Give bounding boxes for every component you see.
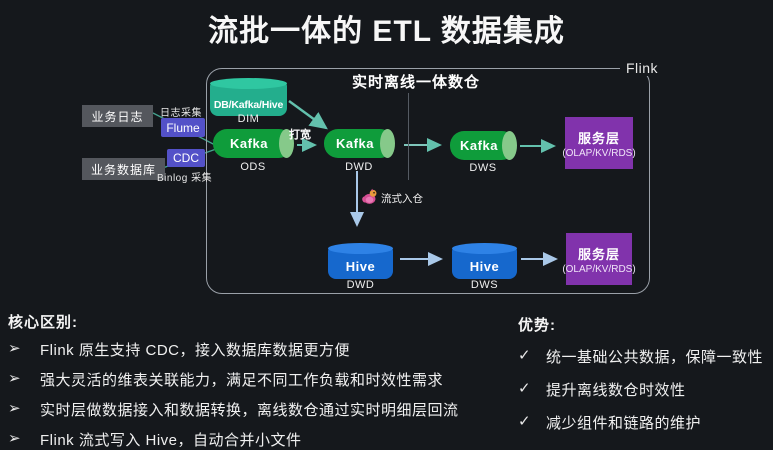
advantage-item: ✓ 统一基础公共数据，保障一致性 [518,346,768,367]
key-difference-item: ➢ 实时层做数据接入和数据转换，离线数仓通过实时明细层回流 [8,399,508,420]
page-title: 流批一体的 ETL 数据集成 [208,15,565,48]
serving-realtime-subtitle: (OLAP/KV/RDS) [562,147,636,159]
dim-cylinder-label: DB/Kafka/Hive [213,99,284,111]
hive-dws-layer-label: DWS [470,279,499,291]
warehouse-title: 实时离线一体数仓 [352,74,481,91]
slide: { "title": "流批一体的 ETL 数据集成", "diagram": … [8,15,768,449]
cdc-tag: CDC [167,149,205,167]
dim-layer-label: DIM [237,113,260,125]
serving-offline-subtitle: (OLAP/KV/RDS) [562,263,636,275]
widen-label: 打宽 [289,129,311,141]
advantages-header: 优势: [518,317,556,334]
source-box-business-log: 业务日志 [82,105,153,127]
arrow-bullet-icon: ➢ [8,400,22,417]
key-difference-text: Flink 原生支持 CDC，接入数据库数据更方便 [40,342,351,359]
arrow-bullet-icon: ➢ [8,370,22,387]
key-difference-item: ➢ Flink 流式写入 Hive，自动合并小文件 [8,429,508,450]
binlog-collect-label: Binlog 采集 [157,173,213,184]
kafka-ods-label: Kafka [230,136,268,151]
flume-tag: Flume [161,118,205,137]
advantage-item: ✓ 提升离线数仓时效性 [518,379,768,400]
serving-offline-title: 服务层 [577,246,620,262]
dim-cylinder: DB/Kafka/Hive [210,78,287,116]
key-difference-item: ➢ Flink 原生支持 CDC，接入数据库数据更方便 [8,339,508,360]
flink-squirrel-icon [361,188,378,205]
log-collect-label: 日志采集 [160,108,202,119]
advantages-section: 优势: ✓ 统一基础公共数据，保障一致性 ✓ 提升离线数仓时效性 ✓ 减少组件和… [518,314,768,433]
hive-dwd-cylinder: Hive [328,243,393,279]
kafka-dwd-label: Kafka [336,136,374,151]
kafka-ods-cylinder: Kafka [213,129,294,158]
ods-layer-label: ODS [240,161,266,173]
arrow-dim-to-dwd [288,100,328,130]
advantage-item: ✓ 减少组件和链路的维护 [518,412,768,433]
key-differences-header: 核心区别: [8,314,78,331]
check-icon: ✓ [518,347,532,364]
check-icon: ✓ [518,413,532,430]
key-difference-text: 强大灵活的维表关联能力，满足不同工作负载和时效性需求 [40,372,444,389]
serving-realtime-title: 服务层 [577,130,620,146]
source-box-business-db: 业务数据库 [82,158,165,180]
key-difference-text: Flink 流式写入 Hive，自动合并小文件 [40,432,302,449]
check-icon: ✓ [518,380,532,397]
flink-engine-label: Flink [620,60,665,76]
key-differences-section: 核心区别: ➢ Flink 原生支持 CDC，接入数据库数据更方便 ➢ 强大灵活… [8,311,508,450]
key-difference-text: 实时层做数据接入和数据转换，离线数仓通过实时明细层回流 [40,402,459,419]
kafka-dws-label: Kafka [460,138,498,153]
hive-dws-label: Hive [469,259,500,274]
hive-dwd-label: Hive [345,259,376,274]
kafka-dwd-layer-label: DWD [345,161,373,173]
warehouse-container [206,68,650,294]
kafka-dws-cylinder: Kafka [450,131,517,160]
advantage-text: 减少组件和链路的维护 [546,415,702,432]
arrow-bullet-icon: ➢ [8,430,22,447]
serving-layer-offline: 服务层 (OLAP/KV/RDS) [562,233,636,285]
arrow-bullet-icon: ➢ [8,340,22,357]
serving-layer-realtime: 服务层 (OLAP/KV/RDS) [562,117,636,169]
hive-dwd-layer-label: DWD [346,279,375,291]
kafka-dwd-cylinder: Kafka [324,129,395,158]
key-difference-item: ➢ 强大灵活的维表关联能力，满足不同工作负载和时效性需求 [8,369,508,390]
advantage-text: 统一基础公共数据，保障一致性 [546,349,764,366]
kafka-dws-layer-label: DWS [469,162,497,174]
advantage-text: 提升离线数仓时效性 [546,382,686,399]
hive-dws-cylinder: Hive [452,243,517,279]
stream-sink-label: 流式入仓 [381,193,423,205]
